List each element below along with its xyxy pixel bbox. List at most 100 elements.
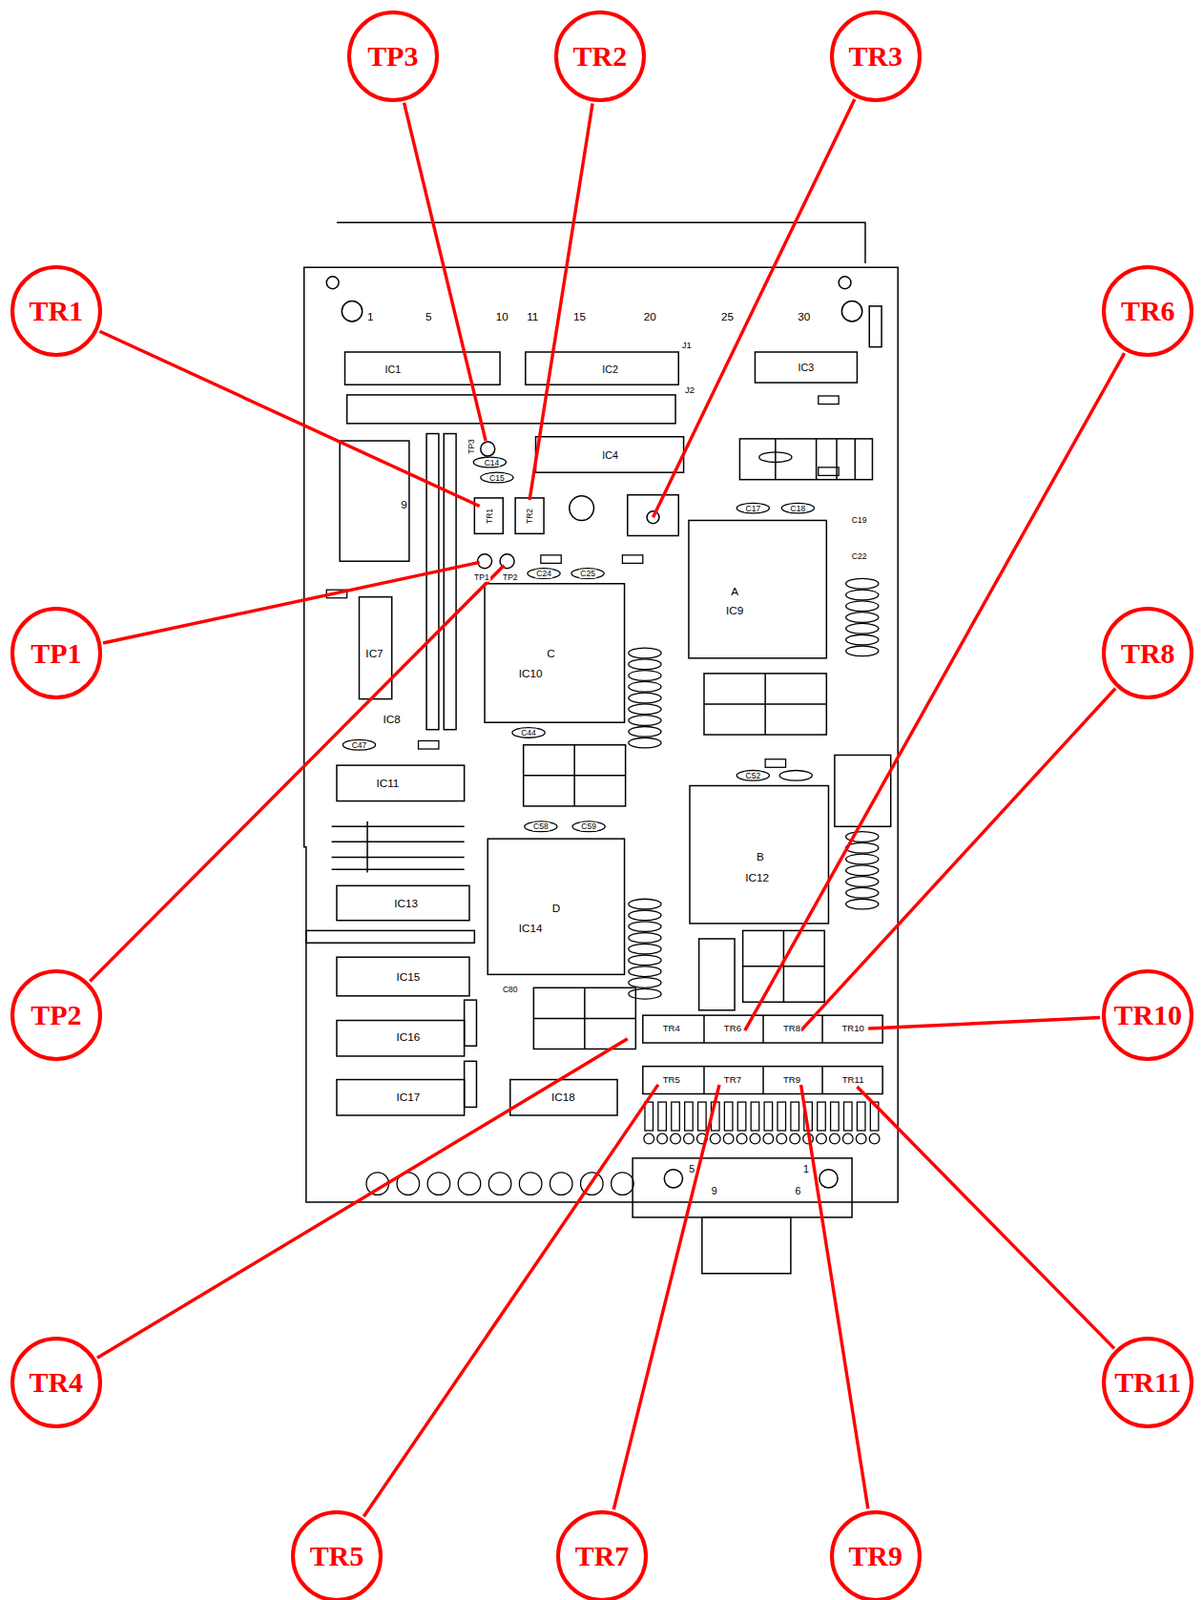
callout-circle: TR9 <box>829 1510 922 1600</box>
part-label: IC16 <box>394 1031 421 1043</box>
capacitor-symbol <box>572 821 605 832</box>
callout-label: TR9 <box>848 1541 903 1571</box>
part-label: B <box>755 851 766 864</box>
ic-outline <box>336 956 470 996</box>
part-label: C58 <box>532 822 550 831</box>
capacitor-block <box>743 930 826 1002</box>
test-point <box>477 554 493 569</box>
part-label: C24 <box>535 569 553 579</box>
ic-outline <box>536 436 685 473</box>
part-label: TR11 <box>841 1075 866 1085</box>
capacitor-symbol <box>628 966 662 977</box>
capacitor-symbol <box>628 681 662 692</box>
callout-label: TR1 <box>29 296 84 326</box>
part-label: C15 <box>488 473 506 482</box>
mount-hole <box>838 276 851 290</box>
part-label: J1 <box>681 340 693 351</box>
part-label: TR9 <box>782 1075 802 1085</box>
terminal-pad <box>427 1172 451 1196</box>
resistor-symbol <box>830 1101 840 1131</box>
part-label: TR10 <box>840 1023 866 1034</box>
part-label: IC8 <box>382 713 402 726</box>
capacitor-symbol <box>512 727 545 739</box>
component-outline <box>569 496 595 521</box>
callout-circle: TR11 <box>1101 1336 1194 1429</box>
part-label: C18 <box>789 503 808 513</box>
pin-symbol <box>709 1133 721 1144</box>
pin-symbol <box>855 1133 867 1144</box>
part-label: C44 <box>519 728 538 738</box>
pin-symbol <box>657 1133 668 1144</box>
capacitor-symbol <box>628 692 662 704</box>
callout-circle: TR7 <box>556 1510 648 1600</box>
capacitor-symbol <box>628 898 662 910</box>
pin-symbol <box>869 1133 880 1144</box>
resistor-symbol <box>844 1101 853 1131</box>
callout-label: TR10 <box>1113 1000 1183 1030</box>
callout-circle: TP3 <box>347 10 439 103</box>
capacitor-block <box>533 987 636 1049</box>
trimmer-outline <box>515 497 544 534</box>
part-label: C22 <box>850 552 869 561</box>
part-label: J2 <box>684 385 696 395</box>
ic-outline <box>834 754 892 827</box>
capacitor-symbol <box>759 452 792 463</box>
component-group <box>326 395 880 1195</box>
test-point <box>480 441 496 457</box>
part-label: TP2 <box>501 573 519 582</box>
part-label: IC18 <box>550 1091 577 1103</box>
capacitor-symbol <box>524 821 558 832</box>
callout-circle: TR4 <box>10 1336 103 1429</box>
callout-circle: TP2 <box>10 969 103 1061</box>
callout-circle: TR6 <box>1101 265 1194 357</box>
part-label: C19 <box>850 516 869 525</box>
resistor-symbol <box>765 759 786 768</box>
part-label: IC17 <box>394 1091 421 1103</box>
pin-symbol <box>723 1133 734 1144</box>
pin-symbol <box>776 1133 788 1144</box>
capacitor-block <box>533 987 636 1049</box>
ic-outline <box>510 1079 618 1116</box>
callout-circle: TR10 <box>1101 969 1194 1061</box>
part-label: 1 <box>366 311 375 323</box>
capacitor-symbol <box>480 472 514 483</box>
resistor-symbol <box>869 306 882 348</box>
part-label: C47 <box>351 740 369 749</box>
ic-outline <box>688 519 827 658</box>
pin-symbol <box>736 1133 747 1144</box>
capacitor-symbol <box>628 954 662 966</box>
leader-line <box>103 561 480 643</box>
part-label: IC11 <box>374 778 400 790</box>
resistor-symbol <box>750 1101 760 1131</box>
pin-symbol <box>816 1133 828 1144</box>
pin-symbol <box>670 1133 682 1144</box>
leader-line <box>529 103 593 500</box>
callout-circle: TR2 <box>554 10 646 103</box>
trimmer-row <box>642 1015 883 1043</box>
capacitor-symbol <box>846 865 879 876</box>
capacitor-symbol <box>628 737 662 748</box>
capacitor-block <box>523 745 626 807</box>
callout-label: TP3 <box>367 41 418 71</box>
part-label: C59 <box>580 822 598 831</box>
resistor-symbol <box>418 740 439 749</box>
resistor-symbol <box>684 1101 694 1131</box>
capacitor-symbol <box>473 456 506 468</box>
part-label: D <box>551 902 562 914</box>
callout-label: TR5 <box>310 1541 365 1571</box>
callout-circle: TR1 <box>10 265 103 357</box>
capacitor-symbol <box>628 715 662 726</box>
callout-label: TR7 <box>575 1541 630 1571</box>
part-label: C14 <box>483 457 501 467</box>
part-label: IC2 <box>601 364 620 375</box>
db9-connector <box>819 1169 838 1188</box>
leader-line <box>89 565 504 982</box>
terminal-pad <box>611 1172 635 1196</box>
db9-connector <box>663 1169 683 1188</box>
part-label: 1 <box>802 1162 810 1174</box>
leader-line <box>404 103 487 441</box>
capacitor-symbol <box>846 853 879 865</box>
part-label: C <box>545 647 557 660</box>
capacitor-symbol <box>628 988 662 999</box>
